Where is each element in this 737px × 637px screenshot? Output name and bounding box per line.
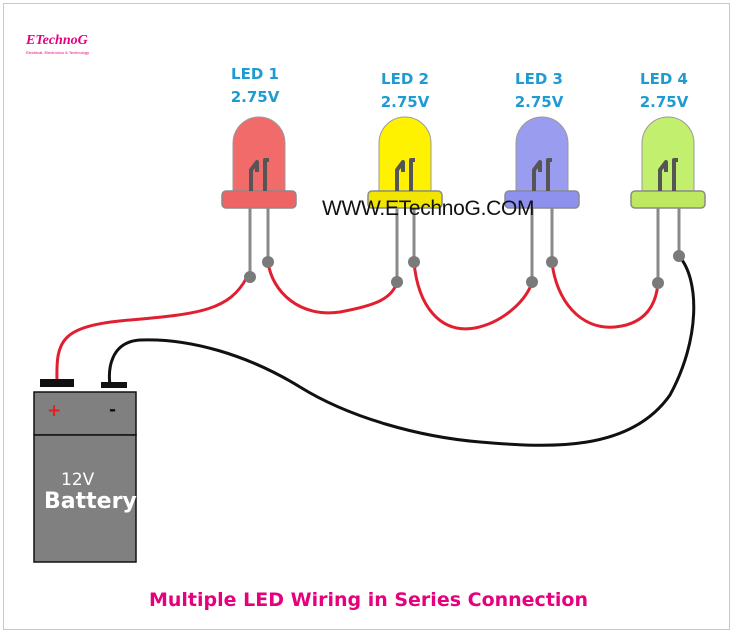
led3-anode-terminal	[526, 276, 538, 288]
led4-anvil	[658, 160, 668, 191]
led3-dome	[515, 116, 569, 193]
led1-label: LED 1 2.75V	[210, 63, 300, 109]
led1-dome	[232, 116, 286, 193]
leds	[221, 116, 706, 289]
brand-tagline: Electrical, Electronics & Technology	[26, 50, 90, 55]
battery	[33, 379, 137, 563]
led4-base	[630, 190, 706, 209]
led1-name: LED 1	[231, 65, 279, 83]
led1-post	[263, 158, 269, 191]
led3-base	[504, 190, 580, 209]
led4	[630, 116, 706, 289]
led4-dome	[641, 116, 695, 193]
led1-anode-terminal	[244, 271, 256, 283]
led1-cathode-terminal	[262, 256, 274, 268]
led2-base	[367, 190, 443, 209]
led4-cathode-terminal	[673, 250, 685, 262]
led2-anode-terminal	[391, 276, 403, 288]
battery-negative-label: -	[109, 400, 117, 420]
led3-cathode-terminal	[546, 256, 558, 268]
led1-base	[221, 190, 297, 209]
battery-top	[33, 391, 137, 436]
diagram-frame	[3, 3, 730, 630]
battery-negative-terminal	[101, 382, 127, 388]
brand-logo: ETechnoG	[26, 33, 88, 48]
led2-dome	[378, 116, 432, 193]
led3-label: LED 3 2.75V	[494, 68, 584, 114]
led4-voltage: 2.75V	[639, 93, 689, 111]
led3	[504, 116, 580, 288]
wire-led4-to-battery-negative	[108, 254, 696, 447]
wire-led1-to-led2	[266, 260, 399, 315]
led4-label: LED 4 2.75V	[619, 68, 709, 114]
led4-post	[672, 158, 678, 191]
led1	[221, 116, 297, 283]
led2-label: LED 2 2.75V	[360, 68, 450, 114]
led4-name: LED 4	[640, 70, 688, 88]
diagram-caption: Multiple LED Wiring in Series Connection	[148, 589, 588, 611]
led2-cathode-terminal	[408, 256, 420, 268]
led1-anvil	[249, 160, 259, 191]
led3-anvil	[532, 160, 542, 191]
led2-name: LED 2	[381, 70, 429, 88]
wires	[55, 254, 696, 447]
wire-led3-to-led4	[550, 260, 660, 329]
wire-led2-to-led3	[412, 260, 534, 331]
battery-positive-label: +	[47, 401, 62, 421]
website-watermark: WWW.ETechnoG.COM	[322, 197, 535, 220]
led2-post	[409, 158, 415, 191]
battery-voltage: 12V	[61, 470, 95, 490]
led3-post	[546, 158, 552, 191]
wire-battery-positive-to-led1	[55, 275, 249, 384]
led2	[367, 116, 443, 288]
led3-voltage: 2.75V	[514, 93, 564, 111]
battery-body	[33, 434, 137, 563]
battery-label: Battery	[44, 489, 137, 514]
led2-voltage: 2.75V	[380, 93, 430, 111]
led2-anvil	[395, 160, 405, 191]
led3-name: LED 3	[515, 70, 563, 88]
led1-voltage: 2.75V	[230, 88, 280, 106]
led4-anode-terminal	[652, 277, 664, 289]
battery-positive-terminal	[40, 379, 74, 387]
